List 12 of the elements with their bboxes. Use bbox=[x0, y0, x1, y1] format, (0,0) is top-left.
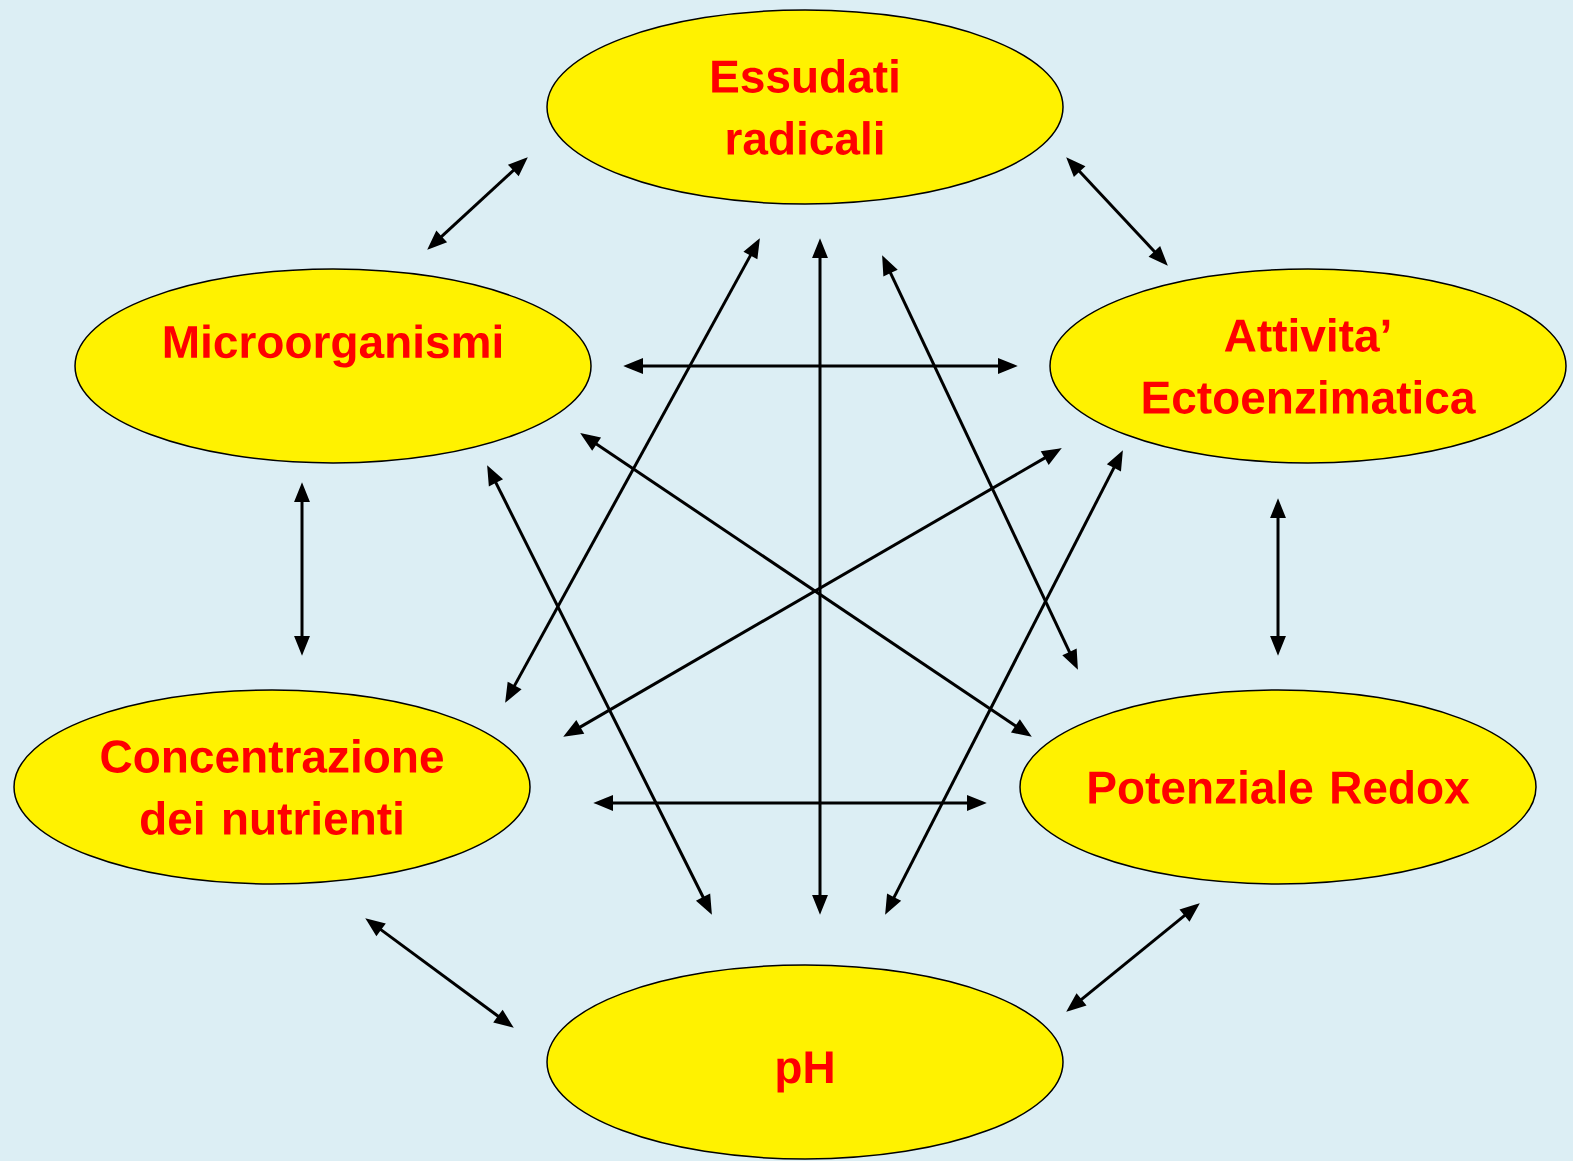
ellipse-node bbox=[1049, 268, 1567, 464]
node-label: Attivita’ Ectoenzimatica bbox=[1143, 318, 1476, 414]
ellipse-node bbox=[1019, 689, 1537, 885]
node-label: Potenziale Redox bbox=[1089, 770, 1470, 804]
ellipse-node bbox=[546, 9, 1064, 205]
node-label: Concentrazione dei nutrienti bbox=[101, 739, 443, 835]
node-label: Essudati radicali bbox=[712, 59, 898, 155]
node-label: pH bbox=[777, 1051, 833, 1093]
ellipse-node bbox=[546, 964, 1064, 1160]
ellipse-node bbox=[74, 268, 592, 464]
node-label: Microorganismi bbox=[164, 324, 501, 368]
ellipse-node bbox=[13, 689, 531, 885]
